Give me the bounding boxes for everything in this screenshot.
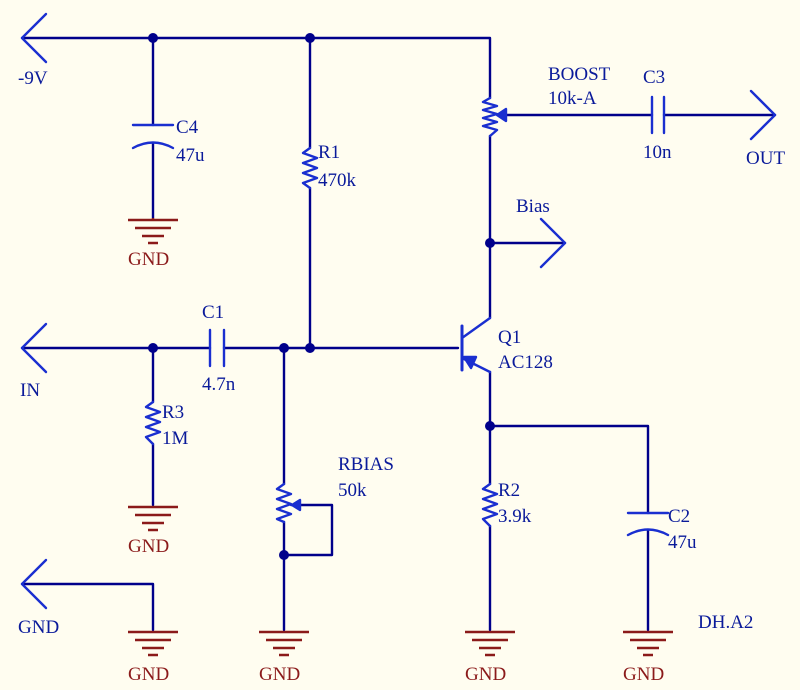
boost-value: 10k-A <box>548 88 597 109</box>
wire-neg9v-rail <box>20 36 492 100</box>
rbias-ref: RBIAS <box>338 454 394 475</box>
junctions <box>148 33 495 560</box>
sheet-id: DH.A2 <box>698 612 753 633</box>
c2-ref: C2 <box>668 506 690 527</box>
ground-icon <box>128 218 178 245</box>
ground-icon <box>623 630 673 657</box>
ground-label: GND <box>128 536 169 557</box>
c4-value: 47u <box>176 145 205 166</box>
resistor-r1 <box>301 146 319 190</box>
capacitor-c1 <box>208 328 226 368</box>
rbias-value: 50k <box>338 480 367 501</box>
q1-value: AC128 <box>498 352 553 373</box>
c1-ref: C1 <box>202 302 224 323</box>
junction-dot <box>485 421 495 431</box>
port-in-arrow <box>20 322 48 374</box>
ground-label: GND <box>128 249 169 270</box>
c3-value: 10n <box>643 142 672 163</box>
r3-ref: R3 <box>162 402 184 423</box>
port-label-gnd: GND <box>18 617 59 638</box>
ports <box>20 12 777 610</box>
ground-icon <box>259 630 309 657</box>
r2-value: 3.9k <box>498 506 532 527</box>
potentiometer-rbias <box>275 482 302 524</box>
wire-rbias-wiper-loop <box>282 503 334 557</box>
c2-value: 47u <box>668 532 697 553</box>
port-label-in: IN <box>20 380 40 401</box>
port-label-bias: Bias <box>516 196 550 217</box>
port-out-arrow <box>749 89 777 141</box>
r1-ref: R1 <box>318 142 340 163</box>
wire-emitter-c2 <box>488 424 650 515</box>
ground-label: GND <box>128 664 169 685</box>
r2-ref: R2 <box>498 480 520 501</box>
resistor-r3 <box>144 400 162 446</box>
junction-dot <box>148 343 158 353</box>
port-bias-arrow <box>539 217 567 269</box>
labels: -9V IN GND OUT Bias C4 47u R1 470k BOOST… <box>18 64 785 685</box>
transistor-q1 <box>460 316 492 374</box>
junction-dot <box>279 550 289 560</box>
boost-ref: BOOST <box>548 64 611 85</box>
junction-dot <box>305 343 315 353</box>
potentiometer-boost <box>481 96 508 138</box>
junction-dot <box>305 33 315 43</box>
junction-dot <box>485 238 495 248</box>
ground-symbols <box>128 218 673 657</box>
resistor-r2 <box>481 482 499 528</box>
capacitor-c4 <box>131 123 175 150</box>
c3-ref: C3 <box>643 67 665 88</box>
junction-dot <box>279 343 289 353</box>
r1-value: 470k <box>318 170 357 191</box>
ground-label: GND <box>259 664 300 685</box>
c4-ref: C4 <box>176 117 199 138</box>
wire-gnd-port <box>20 582 155 632</box>
capacitor-c3 <box>650 95 666 135</box>
ground-label: GND <box>465 664 506 685</box>
ground-icon <box>128 630 178 657</box>
port-label-out: OUT <box>746 148 785 169</box>
ground-icon <box>128 505 178 532</box>
wires <box>20 36 777 632</box>
ground-icon <box>465 630 515 657</box>
port-neg9v-arrow <box>20 12 48 64</box>
port-gnd-arrow <box>20 558 48 610</box>
junction-dot <box>148 33 158 43</box>
port-label-neg9v: -9V <box>18 68 48 89</box>
ground-label: GND <box>623 664 664 685</box>
c1-value: 4.7n <box>202 374 236 395</box>
capacitor-c2 <box>626 511 670 537</box>
q1-ref: Q1 <box>498 327 521 348</box>
r3-value: 1M <box>162 428 189 449</box>
